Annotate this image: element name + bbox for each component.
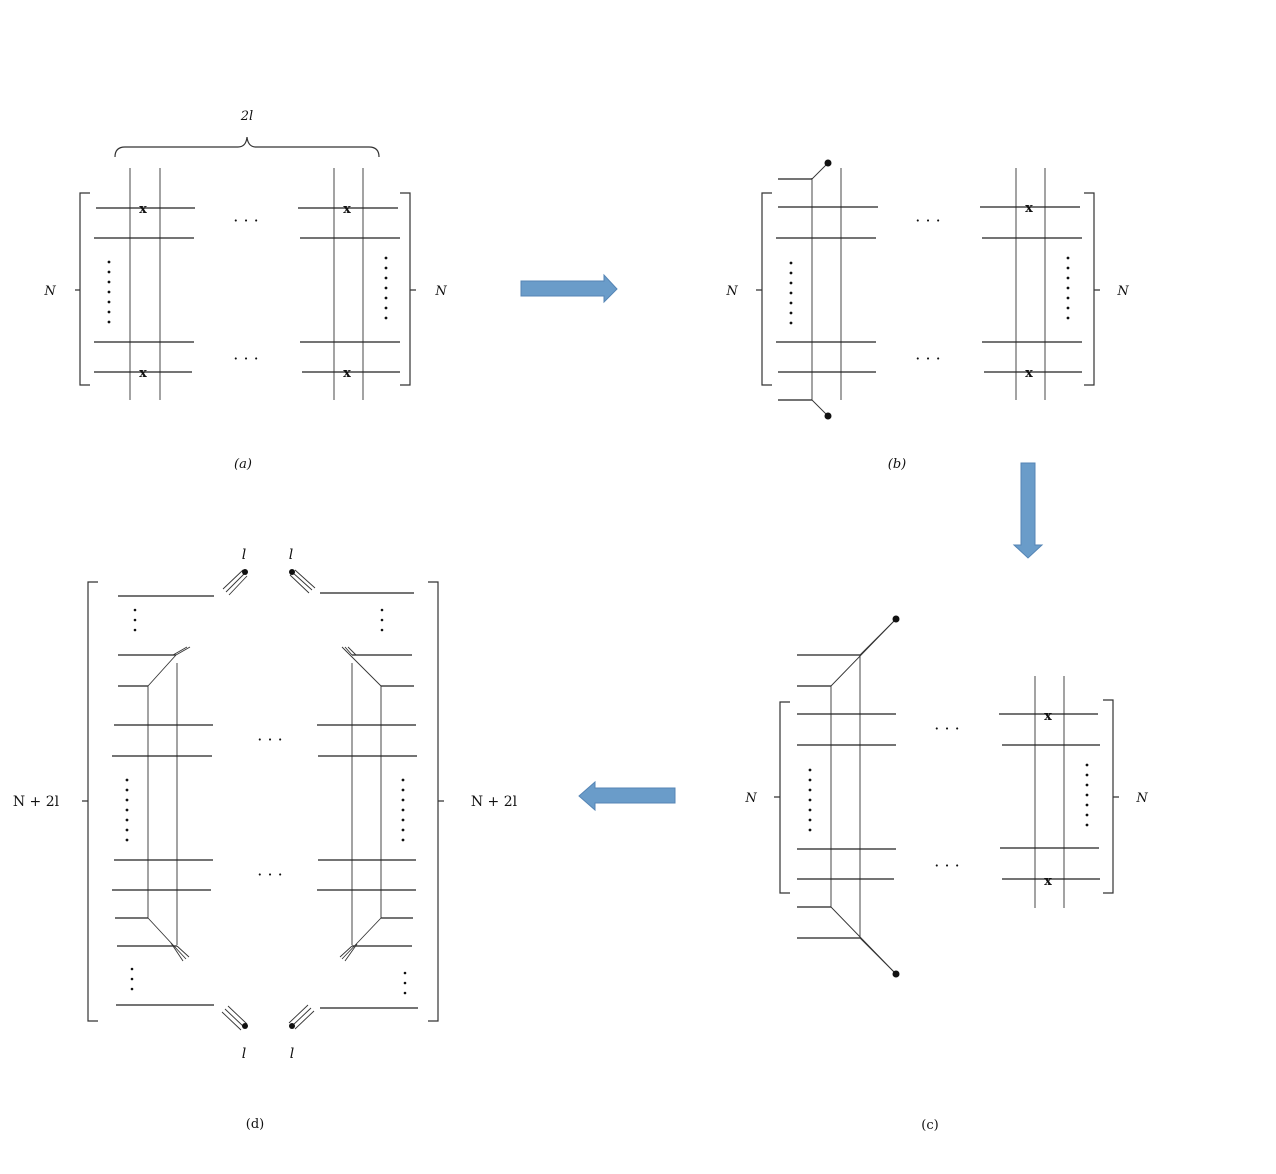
panel-a: 2l N N x x · · · · · · x x [43, 109, 447, 472]
panel-a-left-label: N [43, 284, 56, 299]
panel-b-left-bracket [756, 192, 772, 386]
panel-b-cross-mark: x [1025, 201, 1033, 216]
panel-d-branch [170, 942, 184, 962]
panel-a-cross-mark: x [139, 366, 147, 381]
panel-a-right-bracket [400, 192, 416, 386]
panel-c: N N · · · · · · x x [744, 615, 1148, 1133]
arrow-right-icon [520, 273, 618, 304]
panel-d-endpoint [289, 1023, 295, 1029]
panel-b-right-label: N [1116, 284, 1129, 299]
panel-b-branch [811, 162, 829, 180]
panel-d-bottom-right-label: l [290, 1046, 294, 1062]
panel-c-cross-mark: x [1044, 874, 1052, 889]
panel-a-hdots: · · · [233, 349, 258, 368]
panel-d-hdots: · · · [257, 865, 282, 884]
panel-d-branch [147, 654, 177, 687]
panel-b-branch [811, 399, 829, 417]
panel-d-right-bracket [428, 581, 444, 1022]
panel-d-endpoint [289, 569, 295, 575]
panel-b-caption: (b) [888, 457, 906, 472]
panel-d-left-label: N + 2l [13, 794, 60, 810]
panel-d-bundle [294, 569, 316, 589]
panel-d-endpoint [242, 569, 248, 575]
panel-b-vdots [1066, 256, 1070, 320]
panel-d-branch [175, 646, 191, 656]
panel-a-vdots [384, 256, 388, 320]
panel-c-right-label: N [1135, 791, 1148, 806]
panel-d-branch [339, 945, 353, 958]
panel-d-bundle [227, 1005, 248, 1025]
panel-d-branch [344, 943, 358, 962]
panel-d-vdots [125, 778, 129, 842]
panel-c-branch [859, 937, 897, 975]
panel-d-branch [341, 917, 382, 960]
panel-a-cross-mark: x [343, 202, 351, 217]
panel-d-bundle [224, 1008, 245, 1028]
panel-b-cross-mark: x [1025, 366, 1033, 381]
panel-a-hdots: · · · [233, 211, 258, 230]
panel-a-top-brace [114, 136, 380, 158]
panel-d: N + 2l N + 2l l l l l [13, 547, 518, 1132]
panel-c-vdots [808, 768, 812, 832]
panel-d-bundle [221, 1011, 242, 1031]
panel-c-left-label: N [744, 791, 757, 806]
panel-b-hdots: · · · [915, 211, 940, 230]
panel-b-hdots: · · · [915, 349, 940, 368]
panel-d-left-bracket [82, 581, 98, 1022]
panel-d-branch [344, 646, 353, 656]
panel-d-top-right-label: l [289, 547, 293, 563]
panel-a-left-bracket [75, 192, 90, 386]
panel-c-branch [859, 618, 897, 656]
panel-b-endpoint [824, 159, 832, 167]
panel-c-hdots: · · · [934, 719, 959, 738]
panel-d-branch [341, 646, 382, 687]
panel-d-endpoint [242, 1023, 248, 1029]
panel-d-top-left-label: l [242, 547, 246, 563]
panel-d-bundle [291, 1007, 312, 1027]
panel-d-branch [176, 945, 190, 958]
panel-d-caption: (d) [246, 1117, 264, 1132]
panel-c-endpoint [892, 615, 900, 623]
panel-c-vdots [1085, 763, 1089, 827]
panel-c-left-bracket [774, 701, 790, 894]
panel-b-endpoint [824, 412, 832, 420]
panel-b-left-label: N [725, 284, 738, 299]
panel-d-vdots [130, 608, 407, 995]
panel-d-branch [147, 917, 187, 960]
panel-b-right-bracket [1084, 192, 1100, 386]
panel-d-bundle [288, 1004, 309, 1024]
panel-d-hdots: · · · [257, 730, 282, 749]
panel-c-hdots: · · · [934, 856, 959, 875]
arrow-left-icon [578, 780, 676, 812]
panel-c-cross-mark: x [1044, 709, 1052, 724]
panel-b: N N · · · · · · x x (b) [725, 159, 1129, 472]
panel-d-branch [172, 646, 188, 656]
panel-b-vdots [789, 261, 793, 325]
panel-c-caption: (c) [921, 1118, 938, 1133]
panel-a-vdots [107, 260, 111, 324]
panel-d-bundle [289, 574, 310, 594]
panel-d-branch [347, 646, 357, 656]
panel-d-bundle [222, 569, 244, 590]
panel-a-caption: (a) [234, 457, 252, 472]
panel-a-right-label: N [434, 284, 447, 299]
panel-c-endpoint [892, 970, 900, 978]
panel-d-bundle [291, 571, 313, 591]
arrow-down-icon [1012, 462, 1044, 559]
panel-a-top-label: 2l [240, 109, 253, 124]
panel-d-right-label: N + 2l [471, 794, 518, 810]
panel-d-vdots [401, 778, 405, 842]
panel-a-cross-mark: x [139, 202, 147, 217]
panel-d-bottom-left-label: l [242, 1046, 246, 1062]
panel-d-bundle [225, 572, 246, 593]
panel-d-bundle [294, 1010, 315, 1030]
panel-a-cross-mark: x [343, 366, 351, 381]
panel-d-bundle [228, 575, 248, 596]
panel-c-right-bracket [1103, 699, 1119, 894]
